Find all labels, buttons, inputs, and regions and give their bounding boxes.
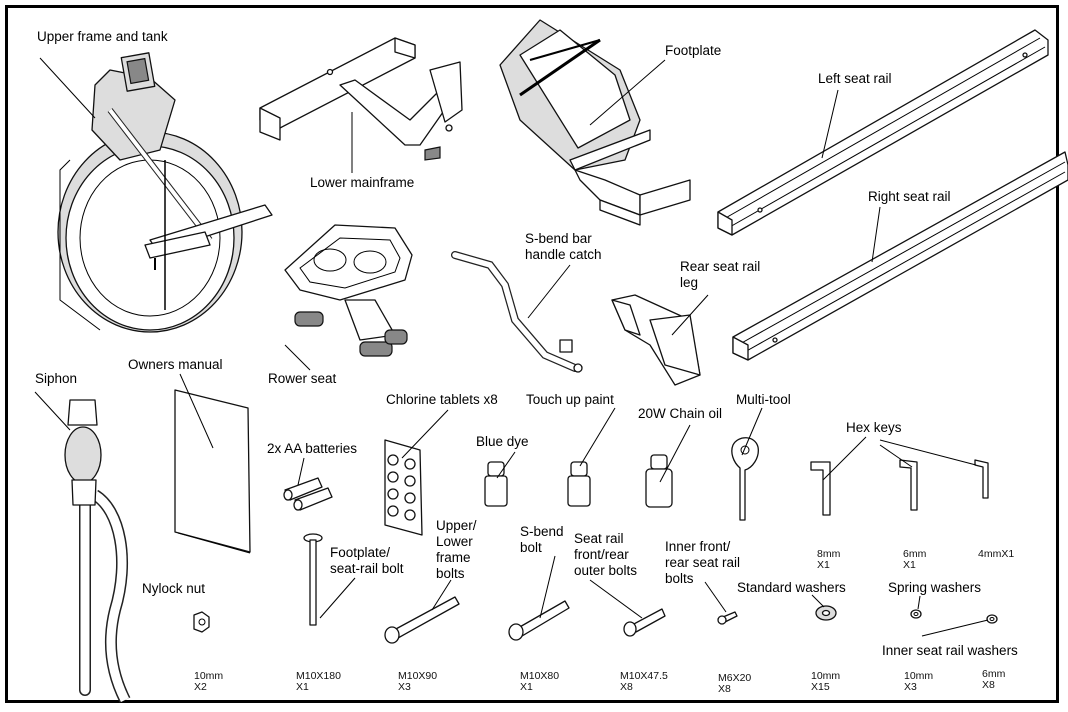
nylock-nut-part — [193, 611, 210, 633]
spec-std-washer-qty: X15 — [811, 681, 830, 693]
label-frame-bolts: Upper/ — [436, 518, 477, 533]
label-footplate: Footplate — [665, 43, 722, 58]
label-inner-bolts-line2: rear seat rail — [665, 555, 741, 570]
spec-inner-washer-size: 6mm — [982, 668, 1006, 680]
hex-keys-part — [810, 459, 989, 516]
spec-nut-size: 10mm — [194, 670, 224, 682]
spec-outer-bolt-size: M10X47.5 — [620, 670, 668, 682]
label-frame-bolts-line4: bolts — [436, 566, 465, 581]
spec-hex-6-qty: X1 — [903, 559, 916, 571]
spec-inner-washer-qty: X8 — [982, 679, 995, 691]
label-lower-mainframe: Lower mainframe — [310, 175, 415, 190]
spec-spring-washer-size: 10mm — [904, 670, 934, 682]
label-blue-dye: Blue dye — [476, 434, 529, 449]
inner-seat-rail-washer-part — [986, 614, 998, 624]
label-outer-bolts-line2: front/rear — [574, 547, 629, 562]
spec-outer-bolt-qty: X8 — [620, 681, 633, 693]
label-inner-bolts-line3: bolts — [665, 571, 694, 586]
owners-manual-part — [174, 389, 251, 554]
siphon-part — [64, 399, 131, 703]
blue-dye-part — [484, 461, 508, 507]
label-outer-bolts: Seat rail — [574, 531, 624, 546]
label-multi-tool: Multi-tool — [736, 392, 791, 407]
inner-bolts-part — [717, 611, 738, 625]
multi-tool-part — [731, 437, 759, 521]
label-frame-bolts-line2: Lower — [436, 534, 473, 549]
chlorine-tablets-part — [384, 439, 423, 536]
label-hex-keys: Hex keys — [846, 420, 902, 435]
label-touch-up-paint: Touch up paint — [526, 392, 614, 407]
spec-spring-washer-qty: X3 — [904, 681, 917, 693]
label-nylock-nut: Nylock nut — [142, 581, 206, 596]
footplate-part — [499, 19, 691, 226]
upper-frame-and-tank-part — [57, 52, 273, 333]
outer-bolts-part — [623, 608, 666, 637]
touch-up-paint-part — [567, 461, 591, 507]
label-right-seat-rail: Right seat rail — [868, 189, 951, 204]
spec-frame-bolt-qty: X3 — [398, 681, 411, 693]
aa-batteries-part — [283, 477, 333, 511]
standard-washer-part — [815, 605, 837, 621]
diagram-border — [5, 5, 1059, 703]
label-upper-frame-and-tank: Upper frame and tank — [37, 29, 168, 44]
label-s-bend-bolt: S-bend — [520, 524, 564, 539]
rower-seat-part — [284, 224, 413, 357]
label-spring-washers: Spring washers — [888, 580, 982, 595]
leader-lines — [34, 57, 989, 637]
label-s-bend-bolt-line2: bolt — [520, 540, 542, 555]
label-rear-seat-rail-leg: Rear seat rail — [680, 259, 761, 274]
spec-fp-bolt-size: M10X180 — [296, 670, 341, 682]
frame-bolts-part — [384, 596, 460, 644]
label-rower-seat: Rower seat — [268, 371, 337, 386]
label-outer-bolts-line3: outer bolts — [574, 563, 638, 578]
label-owners-manual: Owners manual — [128, 357, 223, 372]
spec-sbend-bolt-qty: X1 — [520, 681, 533, 693]
label-left-seat-rail: Left seat rail — [818, 71, 892, 86]
label-s-bend-bar: S-bend bar — [525, 231, 592, 246]
s-bend-bar-part — [451, 251, 583, 373]
label-s-bend-bar-line2: handle catch — [525, 247, 602, 262]
spec-hex-4-size: 4mmX1 — [978, 548, 1015, 560]
spec-inner-bolt-qty: X8 — [718, 683, 731, 695]
label-standard-washers: Standard washers — [737, 580, 846, 595]
footplate-bolt-part — [303, 533, 323, 626]
spec-fp-bolt-qty: X1 — [296, 681, 309, 693]
lower-mainframe-part — [259, 37, 463, 161]
spring-washer-part — [910, 609, 922, 619]
spec-sbend-bolt-size: M10X80 — [520, 670, 560, 682]
label-footplate-bolt-line2: seat-rail bolt — [330, 561, 404, 576]
spec-hex-8-size: 8mm — [817, 548, 841, 560]
left-seat-rail-part — [717, 29, 1049, 236]
spec-hex-8-qty: X1 — [817, 559, 830, 571]
rear-seat-rail-leg-part — [611, 294, 701, 386]
chain-oil-part — [645, 454, 673, 508]
label-footplate-bolt: Footplate/ — [330, 545, 391, 560]
spec-std-washer-size: 10mm — [811, 670, 841, 682]
label-aa-batteries: 2x AA batteries — [267, 441, 358, 456]
label-inner-bolts: Inner front/ — [665, 539, 731, 554]
label-rear-seat-rail-leg-line2: leg — [680, 275, 699, 290]
spec-inner-bolt-size: M6X20 — [718, 672, 752, 684]
label-chlorine-tablets: Chlorine tablets x8 — [386, 392, 498, 407]
label-siphon: Siphon — [35, 371, 78, 386]
spec-nut-qty: X2 — [194, 681, 207, 693]
s-bend-bolt-part — [508, 600, 570, 641]
spec-frame-bolt-size: M10X90 — [398, 670, 438, 682]
spec-hex-6-size: 6mm — [903, 548, 927, 560]
label-chain-oil: 20W Chain oil — [638, 406, 723, 421]
label-frame-bolts-line3: frame — [436, 550, 471, 565]
right-seat-rail-part — [732, 151, 1068, 361]
label-inner-seat-rail-washers: Inner seat rail washers — [882, 643, 1018, 658]
